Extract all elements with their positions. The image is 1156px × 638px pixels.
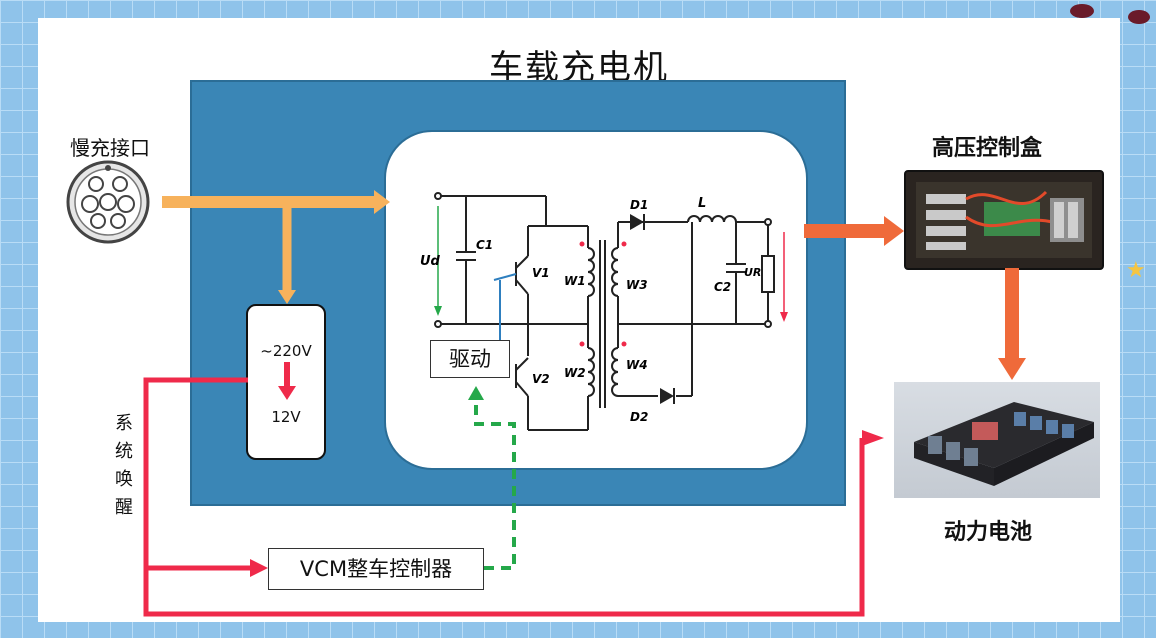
- hv-to-battery-arrow: [998, 358, 1026, 380]
- slide: 车载充电机 慢充接口 ~220V 12V 系 统 唤 醒 驱动 VCM整车控制器…: [38, 18, 1120, 622]
- terminal: [764, 218, 772, 226]
- decor-dot: [1070, 4, 1094, 18]
- diode-d2: [660, 388, 674, 404]
- flyback-circuit: [438, 195, 775, 431]
- control-arrow: [468, 386, 484, 400]
- w3-label: W3: [626, 278, 648, 292]
- hv-control-box-image: [904, 170, 1104, 270]
- wake-arrow-battery: [862, 430, 884, 446]
- w4-label: W4: [626, 358, 648, 372]
- diode-d1: [630, 214, 644, 230]
- decor-star-icon: ★: [1126, 258, 1146, 283]
- wake-line: [143, 377, 865, 617]
- decor-dot: [1128, 10, 1150, 24]
- converter-input-label: ~220V: [260, 342, 312, 360]
- hv-box-label: 高压控制盒: [932, 136, 1043, 161]
- converter-output-label: 12V: [271, 408, 301, 426]
- control-line: [474, 398, 516, 570]
- vcm-controller-box: VCM整车控制器: [268, 548, 484, 590]
- ud-label: Ud: [420, 254, 440, 269]
- terminal: [434, 192, 442, 200]
- connections: [143, 190, 1026, 617]
- d2-label: D2: [630, 410, 649, 424]
- wake-to-vcm-arrow: [250, 559, 268, 577]
- c2-label: C2: [714, 280, 732, 294]
- c1-label: C1: [476, 238, 494, 252]
- slow-port-label: 慢充接口: [70, 136, 150, 160]
- wake-char: 统: [115, 441, 133, 462]
- wake-char: 系: [115, 413, 133, 434]
- ur-label: UR: [744, 266, 762, 279]
- v2-label: V2: [532, 372, 550, 386]
- battery-label: 动力电池: [944, 520, 1033, 545]
- drive-box: 驱动: [430, 340, 510, 378]
- terminal: [764, 320, 772, 328]
- charge-branch-arrow: [278, 290, 296, 304]
- l-label: L: [698, 196, 707, 211]
- power-battery-image: [894, 382, 1100, 498]
- circuit-panel: [384, 130, 808, 470]
- d1-label: D1: [630, 198, 649, 212]
- wake-char: 唤: [115, 469, 133, 490]
- w2-label: W2: [564, 366, 586, 380]
- charge-path-arrow: [374, 190, 390, 214]
- terminal: [434, 320, 442, 328]
- converter-arrow-head: [278, 386, 296, 400]
- output-arrow: [884, 216, 904, 246]
- v1-label: V1: [532, 266, 550, 280]
- system-wake-label: 系 统 唤 醒: [112, 410, 136, 522]
- w1-label: W1: [564, 274, 586, 288]
- slow-port-icon: [66, 160, 150, 244]
- wake-char: 醒: [115, 497, 133, 518]
